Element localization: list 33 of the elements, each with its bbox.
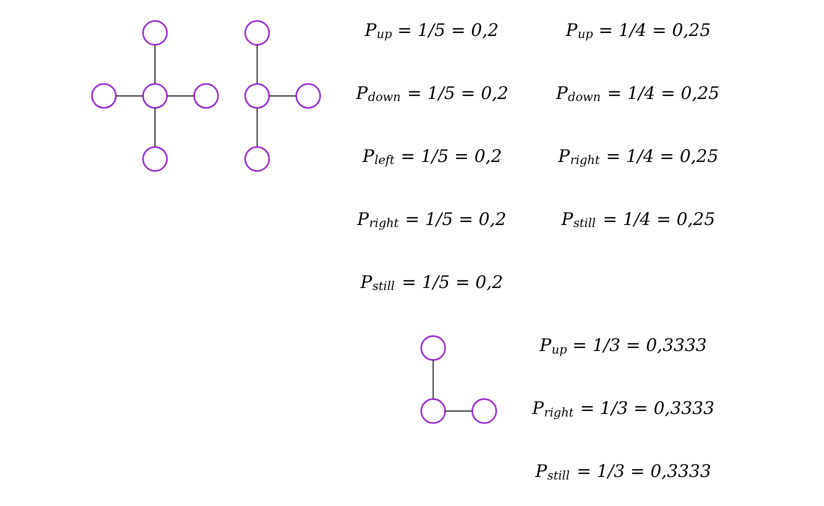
node-circle [244,82,270,108]
label: Pstill = 1/5 = 0,2 [360,272,504,293]
connector [154,44,156,84]
connector [154,107,156,146]
label: Pstill = 1/3 = 0,3333 [535,462,712,482]
label: Pup = 1/5 = 0,2 [364,20,499,41]
connector [445,410,472,412]
node-circle [244,146,270,172]
label: Pleft = 1/5 = 0,2 [362,146,502,167]
connector [256,107,258,146]
label: Pright = 1/4 = 0,25 [558,146,718,167]
node-circle [142,82,168,108]
connector [256,44,258,84]
node-circle [142,146,168,172]
connector [269,94,296,96]
label: Pstill = 1/4 = 0,25 [561,210,716,230]
node-circle [193,82,219,108]
label: Pup = 1/3 = 0,3333 [540,336,707,356]
node-circle [420,334,446,360]
label: Pdown = 1/5 = 0,2 [356,83,508,104]
connector [116,94,143,96]
node-circle [295,82,321,108]
connector [432,360,434,398]
label: Pdown = 1/4 = 0,25 [556,83,720,104]
label: Pup = 1/4 = 0,25 [566,20,711,41]
node-circle [244,20,270,46]
node-circle [472,398,498,424]
label: Pright = 1/5 = 0,2 [357,210,506,230]
node-circle [91,82,117,108]
connector [166,94,194,96]
node-circle [420,398,446,424]
label: Pright = 1/3 = 0,3333 [532,398,714,419]
node-circle [142,20,168,46]
